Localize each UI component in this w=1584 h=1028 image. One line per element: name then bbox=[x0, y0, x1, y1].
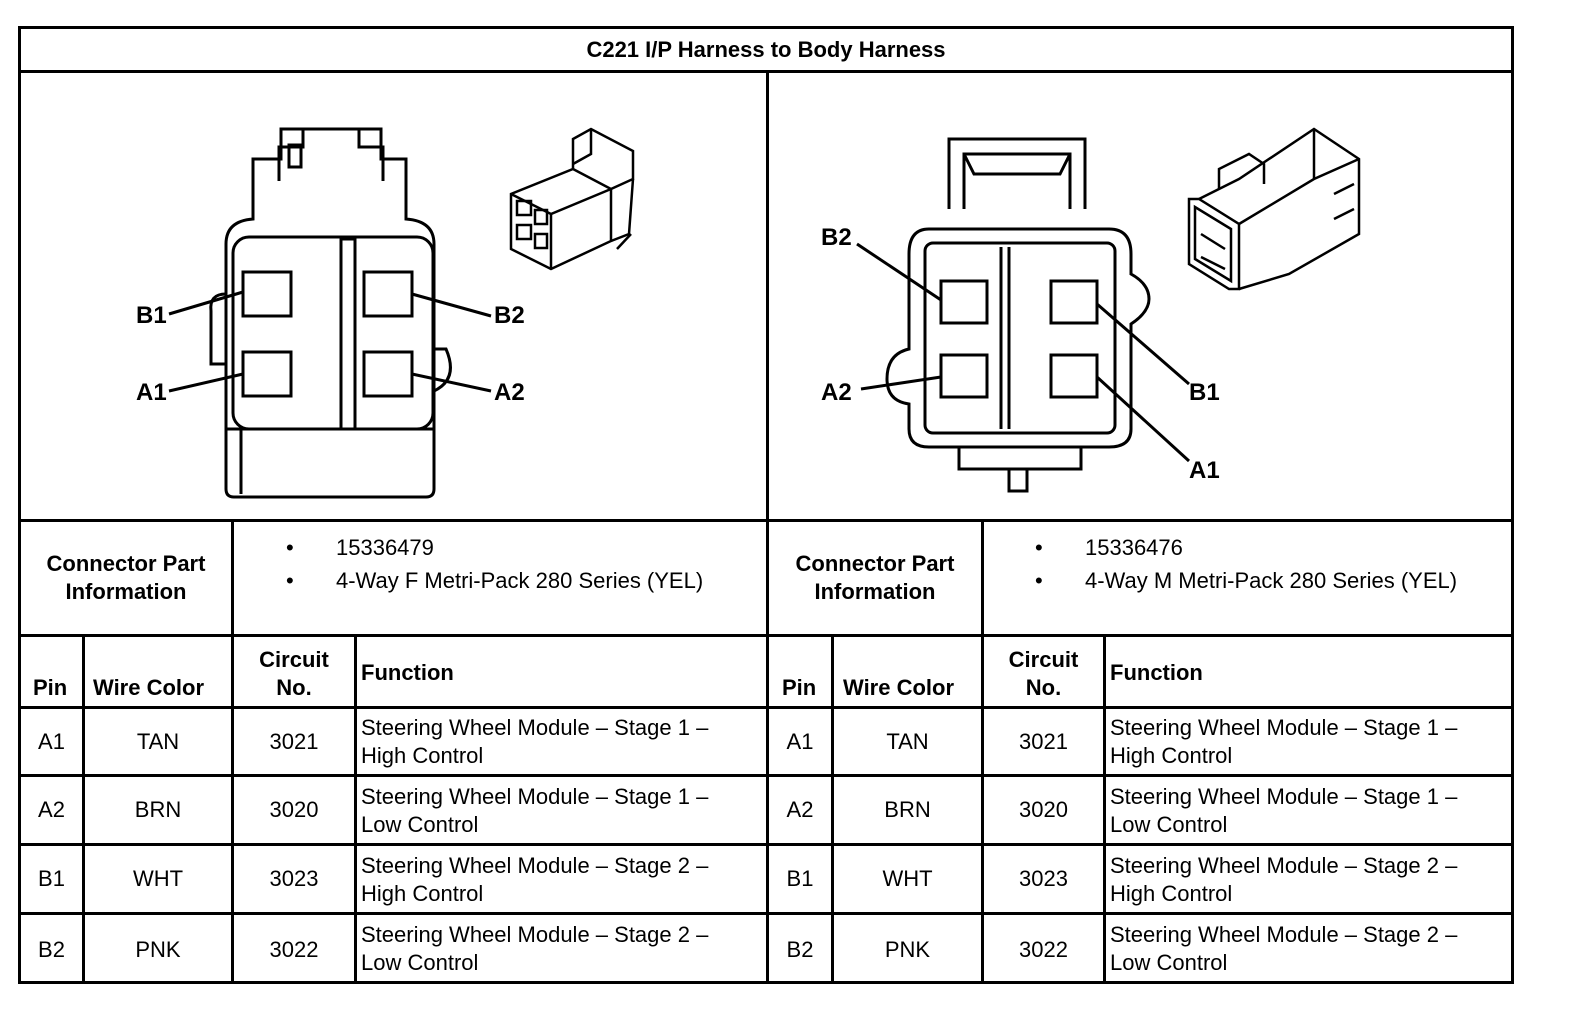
right-row1-pin: A1 bbox=[786, 728, 814, 754]
info-bottom-divider bbox=[21, 634, 1511, 637]
left-row4-function-1: Steering Wheel Module – Stage 2 – bbox=[361, 922, 709, 947]
right-bullet-1: • bbox=[1035, 535, 1043, 560]
pin-label-a2: A2 bbox=[494, 379, 525, 406]
right-row3-function-2: High Control bbox=[1110, 881, 1233, 906]
left-bullet-2: • bbox=[286, 568, 294, 593]
pin-label-b2-right: B2 bbox=[821, 224, 852, 251]
left-row4-circuit: 3022 bbox=[269, 936, 319, 962]
right-row4-circuit: 3022 bbox=[1019, 936, 1068, 962]
right-row3-function-1: Steering Wheel Module – Stage 2 – bbox=[1110, 853, 1458, 878]
right-row4-function-2: Low Control bbox=[1110, 950, 1228, 975]
left-row4-color: PNK bbox=[135, 936, 181, 962]
header-bottom-divider bbox=[21, 706, 1511, 709]
left-row1-pin: A1 bbox=[38, 728, 65, 754]
left-row1-function-2: High Control bbox=[361, 743, 484, 768]
right-part-number: 15336476 bbox=[1085, 535, 1183, 560]
row1-divider bbox=[21, 774, 1511, 777]
right-info-divider bbox=[981, 522, 984, 635]
left-part-header: Connector Part Information bbox=[21, 522, 231, 634]
left-part-description: 4-Way F Metri-Pack 280 Series (YEL) bbox=[336, 568, 704, 593]
pin-label-b2: B2 bbox=[494, 302, 525, 329]
right-part-header-line1: Connector Part bbox=[795, 551, 955, 576]
pin-label-b1: B1 bbox=[136, 302, 167, 329]
left-col-circuit-2: No. bbox=[276, 675, 312, 700]
right-row2-function-1: Steering Wheel Module – Stage 1 – bbox=[1110, 784, 1458, 809]
right-row3-pin: B1 bbox=[786, 866, 814, 891]
pin-label-a1: A1 bbox=[136, 379, 167, 406]
right-part-header: Connector Part Information bbox=[769, 522, 981, 634]
left-row3-pin: B1 bbox=[38, 866, 65, 891]
left-col-div-1 bbox=[82, 637, 85, 984]
connector-table: C221 I/P Harness to Body Harness bbox=[18, 26, 1514, 984]
left-col-function: Function bbox=[361, 660, 454, 685]
row2-divider bbox=[21, 843, 1511, 846]
left-row1-circuit: 3021 bbox=[269, 728, 319, 754]
left-row3-function-2: High Control bbox=[361, 881, 484, 906]
right-row4-function-1: Steering Wheel Module – Stage 2 – bbox=[1110, 922, 1458, 947]
pin-label-a1-right: A1 bbox=[1189, 457, 1220, 484]
right-col-circuit-2: No. bbox=[1025, 675, 1062, 700]
right-row4-pin: B2 bbox=[786, 936, 814, 962]
center-divider bbox=[766, 70, 769, 984]
right-row1-color: TAN bbox=[886, 728, 929, 754]
left-row3-function-1: Steering Wheel Module – Stage 2 – bbox=[361, 853, 709, 878]
row3-divider bbox=[21, 912, 1511, 915]
left-row1-color: TAN bbox=[136, 728, 180, 754]
pin-label-b1-right: B1 bbox=[1189, 379, 1220, 406]
left-col-div-3 bbox=[354, 637, 357, 984]
right-row2-circuit: 3020 bbox=[1019, 797, 1068, 822]
right-col-circuit-1: Circuit bbox=[1008, 647, 1079, 672]
left-bullet-1: • bbox=[286, 535, 294, 560]
pin-label-a2-right: A2 bbox=[821, 379, 852, 406]
right-col-div-1 bbox=[831, 637, 834, 984]
left-col-circuit-1: Circuit bbox=[259, 647, 329, 672]
right-part-header-line2: Information bbox=[814, 579, 936, 604]
left-row2-pin: A2 bbox=[38, 797, 65, 822]
right-col-div-3 bbox=[1103, 637, 1106, 984]
left-col-div-2 bbox=[231, 637, 234, 984]
left-part-header-line1: Connector Part bbox=[46, 551, 206, 576]
right-row4-color: PNK bbox=[884, 936, 931, 962]
left-row4-pin: B2 bbox=[38, 936, 65, 962]
right-row3-circuit: 3023 bbox=[1019, 866, 1068, 891]
left-col-pin: Pin bbox=[33, 675, 68, 700]
right-bullet-2: • bbox=[1035, 568, 1043, 593]
right-row3-color: WHT bbox=[882, 866, 933, 891]
left-part-number: 15336479 bbox=[336, 535, 434, 560]
left-row3-circuit: 3023 bbox=[269, 866, 319, 891]
right-col-function: Function bbox=[1110, 660, 1203, 685]
right-row2-pin: A2 bbox=[786, 797, 814, 822]
left-row4-function-2: Low Control bbox=[361, 950, 479, 975]
left-row3-color: WHT bbox=[132, 866, 184, 891]
right-row1-circuit: 3021 bbox=[1019, 728, 1068, 754]
right-part-description: 4-Way M Metri-Pack 280 Series (YEL) bbox=[1085, 568, 1458, 593]
right-col-pin: Pin bbox=[782, 675, 817, 700]
left-part-header-line2: Information bbox=[65, 579, 187, 604]
diagram-bottom-divider bbox=[21, 519, 1511, 522]
right-row1-function-1: Steering Wheel Module – Stage 1 – bbox=[1110, 715, 1458, 740]
left-row2-circuit: 3020 bbox=[269, 797, 319, 822]
left-col-wire-color: Wire Color bbox=[93, 675, 205, 700]
left-row2-color: BRN bbox=[134, 797, 182, 822]
female-connector-face-drawing bbox=[168, 127, 635, 499]
right-row2-function-2: Low Control bbox=[1110, 812, 1228, 837]
right-col-div-2 bbox=[981, 637, 984, 984]
left-row2-function-2: Low Control bbox=[361, 812, 479, 837]
right-row2-color: BRN bbox=[884, 797, 931, 822]
left-row1-function-1: Steering Wheel Module – Stage 1 – bbox=[361, 715, 709, 740]
right-row1-function-2: High Control bbox=[1110, 743, 1233, 768]
male-connector-face-drawing bbox=[856, 127, 1361, 493]
left-info-divider bbox=[231, 522, 234, 635]
left-row2-function-1: Steering Wheel Module – Stage 1 – bbox=[361, 784, 709, 809]
right-col-wire-color: Wire Color bbox=[843, 675, 955, 700]
